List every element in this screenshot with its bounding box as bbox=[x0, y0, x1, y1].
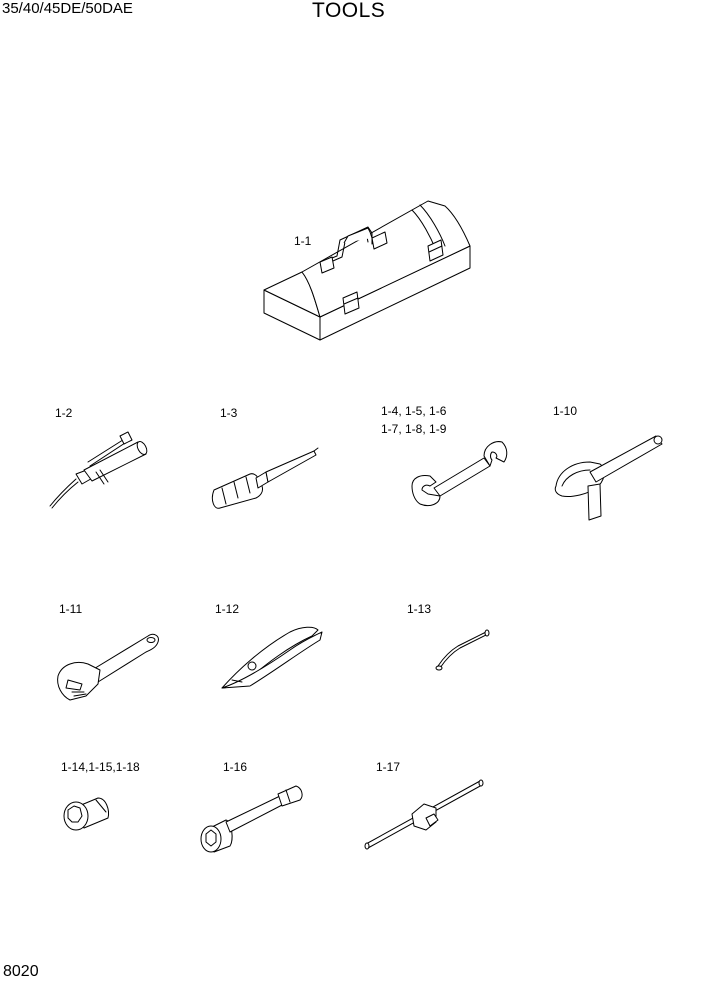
label-part-1-17: 1-17 bbox=[376, 760, 401, 774]
label-part-1-12: 1-12 bbox=[215, 602, 240, 616]
page-number: 8020 bbox=[3, 963, 39, 980]
page-title: TOOLS bbox=[312, 0, 386, 22]
label-part-1-3: 1-3 bbox=[220, 406, 238, 420]
pliers-icon bbox=[222, 627, 322, 688]
grease-gun-icon bbox=[50, 432, 149, 508]
toolbox-icon bbox=[264, 201, 470, 340]
adjustable-wrench-icon bbox=[58, 634, 159, 700]
label-part-1-4-to-1-6: 1-4, 1-5, 1-6 bbox=[381, 404, 447, 418]
label-part-1-10: 1-10 bbox=[553, 404, 578, 418]
bent-rod-icon bbox=[436, 630, 489, 670]
socket-icon bbox=[64, 798, 109, 830]
open-end-wrench-icon bbox=[412, 442, 507, 506]
label-part-1-11: 1-11 bbox=[59, 602, 83, 616]
label-part-1-16: 1-16 bbox=[223, 760, 248, 774]
model-designation: 35/40/45DE/50DAE bbox=[2, 0, 133, 17]
label-part-1-13: 1-13 bbox=[407, 602, 432, 616]
filter-wrench-icon bbox=[555, 436, 662, 520]
screwdriver-icon bbox=[212, 448, 318, 508]
extension-bar-icon bbox=[201, 786, 302, 852]
label-part-1-2: 1-2 bbox=[55, 406, 73, 420]
label-part-1-1: 1-1 bbox=[294, 234, 312, 248]
label-part-1-14-1-15-1-18: 1-14,1-15,1-18 bbox=[61, 760, 140, 774]
t-handle-icon bbox=[365, 780, 483, 849]
label-part-1-7-to-1-9: 1-7, 1-8, 1-9 bbox=[381, 422, 447, 436]
